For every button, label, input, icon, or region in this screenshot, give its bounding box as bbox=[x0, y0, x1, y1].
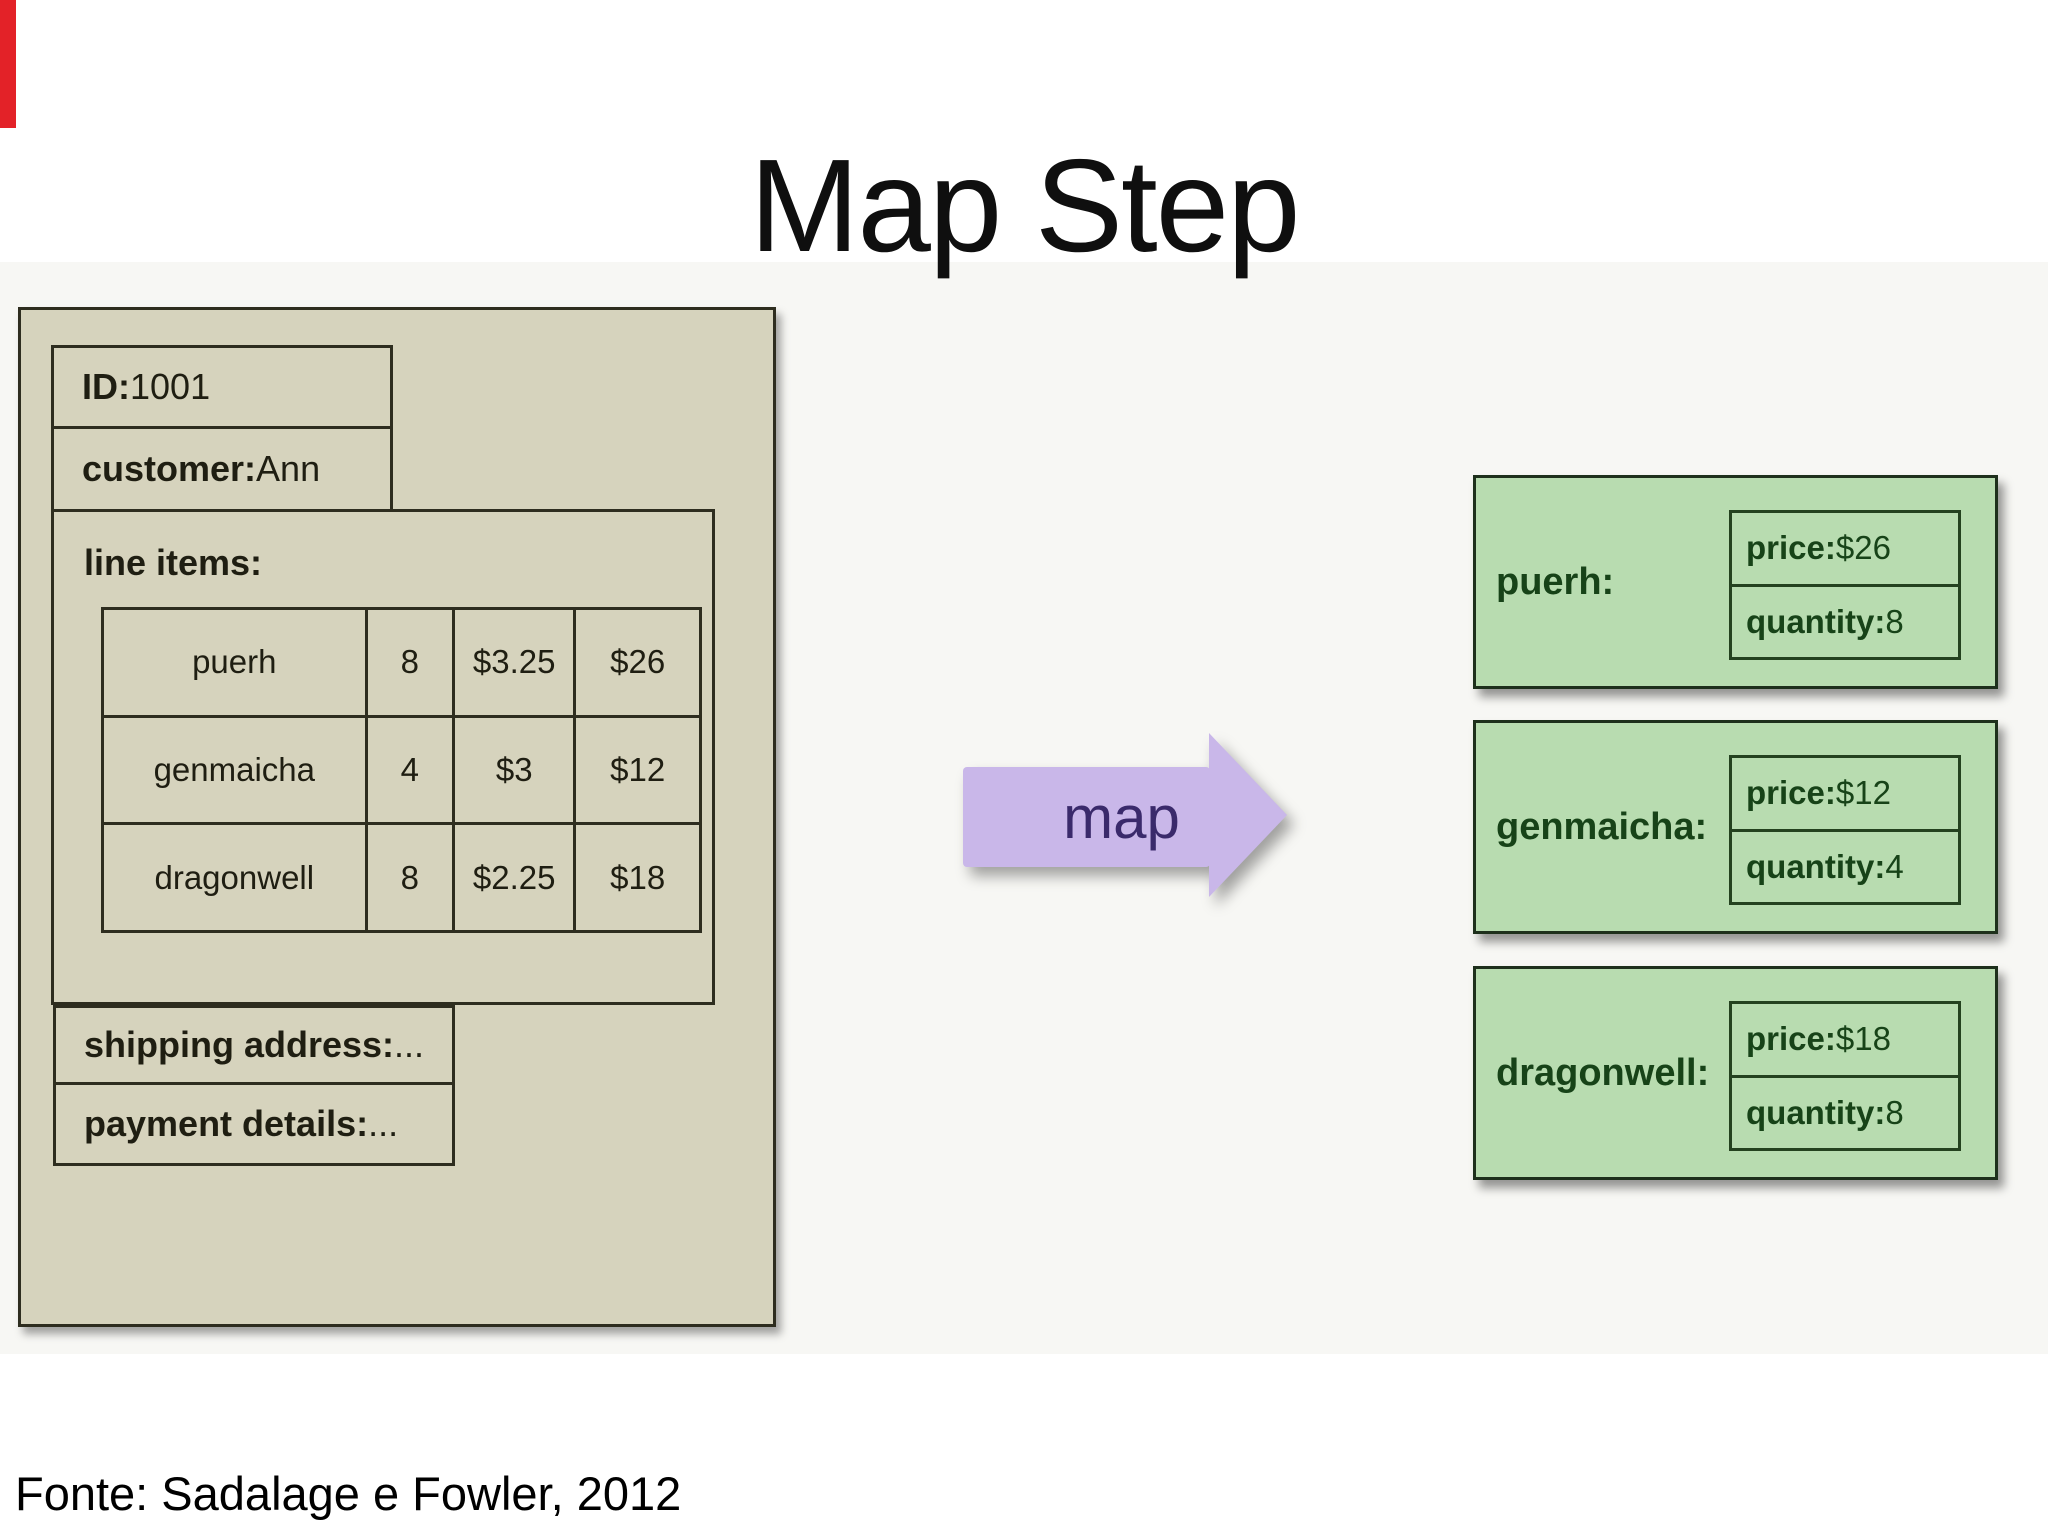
customer-label: customer: bbox=[82, 448, 257, 489]
price-label: price: bbox=[1746, 774, 1836, 812]
payment-details-value: ... bbox=[368, 1103, 399, 1144]
quantity-row: quantity: 8 bbox=[1732, 587, 1958, 658]
table-cell-total: $26 bbox=[610, 643, 666, 681]
price-value: $18 bbox=[1835, 1020, 1891, 1058]
table-cell-quantity: 8 bbox=[368, 610, 456, 715]
map-arrow: map bbox=[963, 733, 1287, 897]
table-cell-item: puerh bbox=[104, 610, 368, 715]
price-row: price: $26 bbox=[1732, 513, 1958, 587]
map-arrow-head-icon bbox=[1209, 733, 1287, 897]
source-citation: Fonte: Sadalage e Fowler, 2012 bbox=[15, 1467, 682, 1520]
output-key: genmaicha: bbox=[1496, 805, 1708, 848]
quantity-value: 8 bbox=[1885, 602, 1904, 640]
table-cell-unit-price: $3.25 bbox=[455, 610, 577, 715]
shipping-address-value: ... bbox=[394, 1024, 425, 1065]
payment-details-field: payment details: ... bbox=[53, 1082, 455, 1166]
table-row: puerh 8 $3.25 $26 bbox=[104, 610, 699, 718]
line-items-label: line items: bbox=[84, 542, 263, 583]
line-items-table: puerh 8 $3.25 $26 genmaicha 4 $3 $12 dra… bbox=[101, 607, 702, 933]
price-value: $12 bbox=[1835, 774, 1891, 812]
price-label: price: bbox=[1746, 529, 1836, 567]
payment-details-label: payment details: bbox=[84, 1103, 369, 1144]
shipping-address-field: shipping address: ... bbox=[53, 1005, 455, 1085]
customer-field: customer: Ann bbox=[51, 426, 393, 512]
table-cell-quantity: 8 bbox=[368, 825, 456, 931]
table-row: dragonwell 8 $2.25 $18 bbox=[104, 825, 699, 931]
table-cell-total: $18 bbox=[610, 858, 666, 896]
price-row: price: $12 bbox=[1732, 758, 1958, 832]
page-title: Map Step bbox=[749, 132, 1301, 279]
table-cell-unit-price: $3 bbox=[455, 717, 577, 823]
table-cell-unit-price: $2.25 bbox=[455, 825, 577, 931]
output-key: dragonwell: bbox=[1496, 1051, 1710, 1094]
table-cell-quantity: 4 bbox=[368, 717, 456, 823]
id-field: ID: 1001 bbox=[51, 345, 393, 429]
quantity-row: quantity: 8 bbox=[1732, 1078, 1958, 1149]
map-arrow-body: map bbox=[963, 767, 1210, 867]
quantity-label: quantity: bbox=[1746, 847, 1886, 885]
table-cell-total: $12 bbox=[610, 751, 666, 788]
id-label: ID: bbox=[82, 366, 130, 407]
red-ribbon bbox=[0, 0, 16, 128]
map-output-dragonwell: dragonwell: price: $18 quantity: 8 bbox=[1473, 966, 1998, 1180]
customer-value: Ann bbox=[256, 448, 321, 489]
price-value: $26 bbox=[1835, 529, 1891, 567]
quantity-label: quantity: bbox=[1746, 1093, 1886, 1131]
quantity-label: quantity: bbox=[1746, 602, 1886, 640]
map-arrow-label: map bbox=[1063, 783, 1180, 851]
shipping-address-label: shipping address: bbox=[84, 1024, 395, 1065]
quantity-value: 4 bbox=[1885, 847, 1904, 885]
price-row: price: $18 bbox=[1732, 1004, 1958, 1078]
line-items-section: line items: puerh 8 $3.25 $26 genmaicha … bbox=[51, 509, 715, 1005]
table-row: genmaicha 4 $3 $12 bbox=[104, 717, 699, 826]
map-output-genmaicha: genmaicha: price: $12 quantity: 4 bbox=[1473, 720, 1998, 934]
output-value-box: price: $26 quantity: 8 bbox=[1729, 510, 1961, 660]
price-label: price: bbox=[1746, 1020, 1836, 1058]
table-cell-item: dragonwell bbox=[104, 825, 368, 931]
quantity-value: 8 bbox=[1885, 1093, 1904, 1131]
output-value-box: price: $12 quantity: 4 bbox=[1729, 755, 1961, 905]
quantity-row: quantity: 4 bbox=[1732, 832, 1958, 903]
output-key: puerh: bbox=[1496, 560, 1615, 603]
map-output-puerh: puerh: price: $26 quantity: 8 bbox=[1473, 475, 1998, 689]
id-value: 1001 bbox=[130, 366, 211, 407]
output-value-box: price: $18 quantity: 8 bbox=[1729, 1001, 1961, 1151]
order-document: ID: 1001 customer: Ann line items: puerh… bbox=[18, 307, 776, 1327]
table-cell-item: genmaicha bbox=[104, 717, 368, 823]
